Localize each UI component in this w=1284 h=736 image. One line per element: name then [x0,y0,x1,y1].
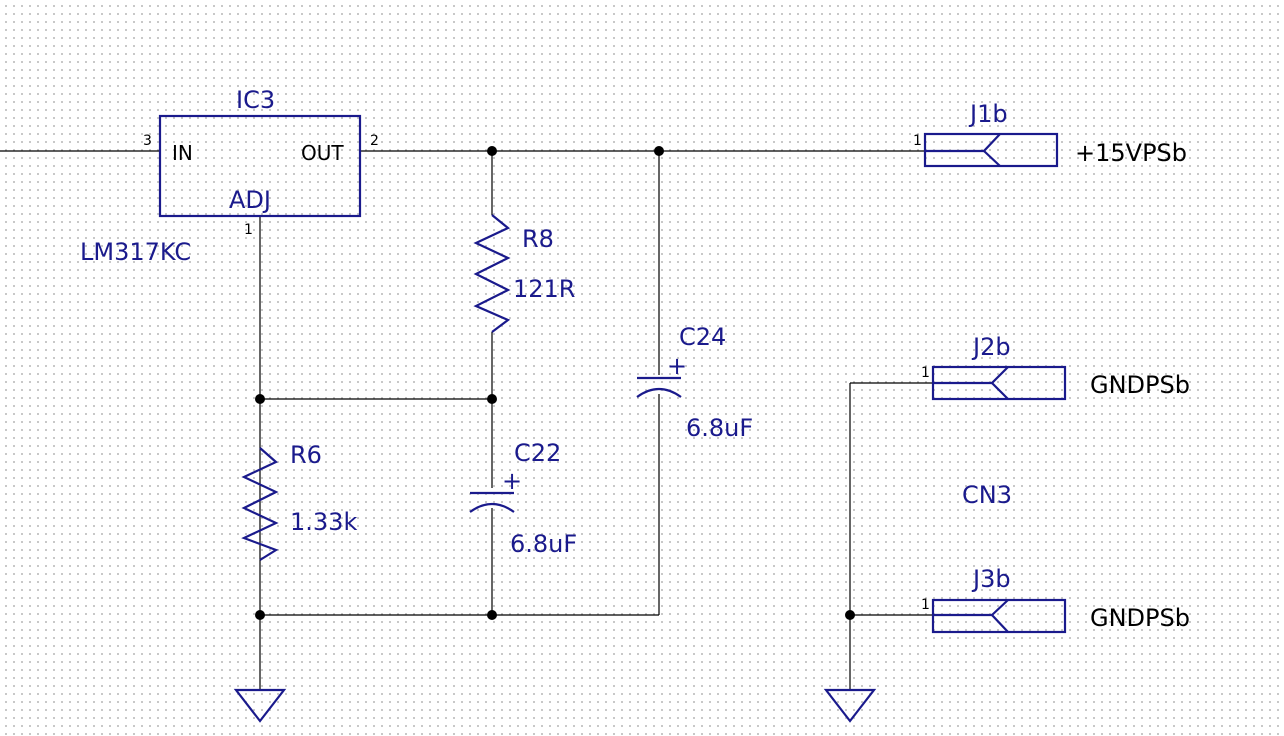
ic3-regulator[interactable]: IC3 LM317KC IN OUT ADJ 3 2 1 [80,86,379,266]
wires [0,150,933,690]
junctions [255,146,855,620]
j3b-pin-number: 1 [921,597,930,613]
c22-ref: C22 [514,439,561,467]
junction-dot [255,394,265,404]
ic3-body[interactable] [158,114,362,218]
ic3-pin-in-number: 3 [143,133,152,149]
j2b-connector[interactable]: 1 J2b GNDPSb [921,333,1190,401]
ic3-value: LM317KC [80,238,191,266]
j1b-pin-number: 1 [913,133,922,149]
r6-resistor[interactable]: R6 1.33k [241,441,357,561]
j1b-net-label: +15VPSb [1075,139,1187,167]
j1b-connector[interactable]: 1 J1b +15VPSb [913,100,1187,168]
j2b-pin-number: 1 [921,365,930,381]
j3b-chevron [990,599,1009,633]
ground-symbol-left[interactable] [233,688,287,723]
r8-ref: R8 [522,225,554,253]
j3b-net-label: GNDPSb [1090,604,1190,632]
c24-plate-negative [636,387,682,398]
c24-value: 6.8uF [686,414,753,442]
r8-value: 121R [513,275,575,303]
c22-capacitor[interactable]: + C22 6.8uF [469,439,577,558]
j2b-ref: J2b [971,333,1011,361]
r6-symbol[interactable] [241,447,279,561]
j2b-chevron [990,366,1009,400]
c22-value: 6.8uF [510,530,577,558]
j3b-connector[interactable]: 1 J3b GNDPSb [921,565,1190,634]
r6-value: 1.33k [290,508,357,536]
ic3-pin-out-number: 2 [370,133,379,149]
ic3-pin-out-name: OUT [301,141,344,165]
c22-polarity: + [502,467,522,495]
junction-dot [654,146,664,156]
junction-dot [255,610,265,620]
junction-dot [487,610,497,620]
junction-dot [487,394,497,404]
ic3-ref: IC3 [236,86,275,114]
r6-ref: R6 [290,441,322,469]
cn3-ref: CN3 [962,481,1012,509]
j3b-ref: J3b [971,565,1011,593]
c22-plate-negative [469,502,515,513]
r8-resistor[interactable]: R8 121R [473,214,575,333]
junction-dot [487,146,497,156]
junction-dot [845,610,855,620]
j2b-net-label: GNDPSb [1090,371,1190,399]
ic3-pin-adj-number: 1 [244,222,253,238]
r8-symbol[interactable] [473,214,511,333]
ic3-pin-adj-name: ADJ [229,186,271,214]
c24-ref: C24 [679,323,726,351]
ic3-pin-in-name: IN [172,141,193,165]
j1b-chevron [982,133,1001,167]
c24-capacitor[interactable]: + C24 6.8uF [636,323,753,442]
ground-symbol-right[interactable] [823,688,877,723]
c24-polarity: + [667,352,687,380]
j1b-ref: J1b [968,100,1008,128]
